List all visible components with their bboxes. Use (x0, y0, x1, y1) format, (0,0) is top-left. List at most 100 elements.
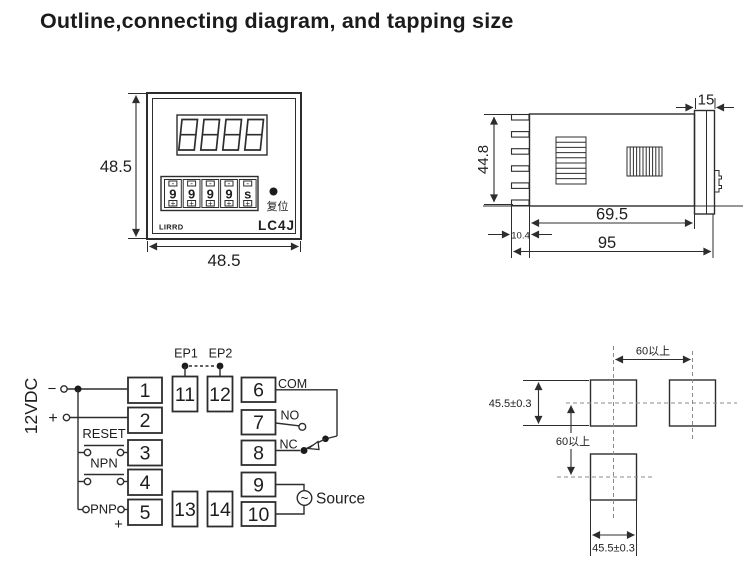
bezel-depth-dimension: 15 (676, 92, 734, 112)
vertical-spacing-dimension: 60以上 (556, 405, 590, 475)
wheel-plus-button[interactable] (243, 200, 253, 207)
wheel-minus-label: - (209, 179, 212, 188)
reset-button-dot[interactable] (269, 187, 278, 196)
terminal-box-14 (206, 490, 234, 528)
wheel-digit: 9 (225, 187, 232, 202)
nc-contact (300, 447, 308, 454)
wheel-plus-button[interactable] (224, 200, 234, 207)
front-height-dimension: 48.5 (100, 93, 146, 239)
side-bezel (693, 109, 722, 215)
wheel-plus-label: + (245, 199, 250, 208)
terminal-number: 2 (140, 410, 151, 432)
power-plus-sign: + (48, 410, 57, 427)
wheel-minus-label: - (190, 179, 193, 188)
terminal-number: 7 (253, 412, 264, 434)
side-height-dimension: 44.8 (475, 114, 513, 205)
wheel-digit: s (244, 187, 251, 202)
terminal-box-3 (127, 439, 163, 467)
thumbwheel-bank: - 9 + - 9 + - (160, 175, 259, 212)
terminal-column-right: 6 7 8 9 10 (240, 376, 277, 527)
wheel-minus-button[interactable] (187, 180, 197, 187)
wheel-digit: 9 (207, 187, 214, 202)
body-length-dimension: 69.5 (531, 206, 693, 227)
terminal-number: 8 (253, 443, 264, 465)
pnp-input: PNP + (78, 502, 128, 533)
wheel-minus-label: - (172, 179, 175, 188)
wheel-minus-button[interactable] (168, 180, 178, 187)
total-length-dimension: 95 (513, 234, 712, 256)
tapping-size: 60以上 45.5±0.3 60以上 45.5±0.3 (489, 345, 737, 556)
side-height-label: 44.8 (475, 145, 492, 174)
source-label: Source (316, 491, 365, 508)
wheel-minus-button[interactable] (205, 180, 215, 187)
terminal-box-7 (240, 409, 277, 436)
wheel-plus-button[interactable] (168, 200, 178, 207)
terminal-column-left: 1 2 3 4 5 (127, 376, 163, 526)
centerlines (557, 346, 737, 519)
nc-label: NC (280, 438, 298, 452)
terminal-number: 11 (175, 384, 195, 406)
terminal-box-5 (127, 498, 163, 526)
hole-height-dimension: 45.5±0.3 (489, 380, 589, 426)
wheel-plus-label: + (227, 199, 232, 208)
bezel-latch (714, 170, 722, 193)
thumbwheel-5[interactable]: - s + (238, 179, 257, 208)
side-vent-horizontal (555, 136, 587, 185)
wheel-plus-label: + (208, 199, 213, 208)
reset-input: RESET (78, 426, 128, 457)
terminal-box-4 (127, 468, 163, 496)
terminal-box-11 (171, 375, 199, 413)
v-spacing-label: 60以上 (556, 435, 590, 448)
bezel-depth-label: 15 (698, 92, 715, 109)
ep2-label: EP2 (209, 347, 233, 361)
wheel-plus-label: + (171, 199, 176, 208)
front-width-label: 48.5 (207, 251, 240, 270)
ep1-label: EP1 (174, 347, 198, 361)
side-body (528, 113, 696, 207)
thumbwheel-1[interactable]: - 9 + (164, 179, 182, 208)
terminal-number: 5 (140, 502, 151, 524)
terminal-number: 1 (140, 380, 151, 402)
seven-segment-digit (243, 118, 265, 151)
com-label: COM (278, 377, 307, 391)
wheel-plus-button[interactable] (187, 200, 197, 207)
ac-source-symbol (296, 490, 313, 507)
terminal-number: 13 (174, 499, 196, 521)
terminal-column-middle: 11 12 13 14 (171, 375, 234, 528)
thumbwheel-frame (160, 175, 259, 212)
terminal-box-2 (127, 406, 163, 434)
pnp-plus-sign: + (114, 516, 123, 533)
thumbwheel-2[interactable]: - 9 + (182, 179, 201, 208)
thumbwheel-3[interactable]: - 9 + (201, 179, 220, 208)
wheel-plus-button[interactable] (205, 200, 215, 207)
wheel-digit: 9 (188, 187, 195, 202)
relay-contact-arrow (306, 440, 320, 451)
pnp-input-label: PNP (90, 502, 117, 517)
total-length-label: 95 (598, 234, 616, 252)
terminal-number: 10 (248, 504, 270, 526)
wheel-minus-button[interactable] (224, 180, 234, 187)
front-view: - 9 + - 9 + - (100, 92, 302, 270)
display-window (176, 114, 268, 156)
h-spacing-label: 60以上 (636, 345, 670, 358)
seven-segment-digit (177, 118, 199, 151)
pin-length-label: 10.4 (511, 231, 530, 242)
brand-logo: LIRRD (159, 223, 184, 232)
reset-input-label: RESET (82, 426, 125, 441)
terminal-number: 12 (209, 384, 231, 406)
wheel-digit: 9 (169, 187, 176, 202)
reset-button-label: 复位 (267, 199, 289, 213)
pin-length-dimension: 10.4 (488, 230, 552, 242)
front-height-label: 48.5 (100, 158, 132, 176)
seven-segment-digit (221, 118, 243, 151)
seven-segment-digits (177, 118, 265, 151)
wheel-minus-label: - (228, 179, 231, 188)
ac-wave-glyph: ~ (301, 491, 309, 506)
terminal-number: 3 (140, 443, 151, 465)
front-outer-case (146, 92, 302, 240)
thumbwheel-4[interactable]: - 9 + (220, 179, 238, 208)
side-view: 44.8 15 69.5 (475, 92, 743, 258)
relay-output: COM NO NC (275, 377, 338, 454)
wheel-minus-button[interactable] (243, 180, 253, 187)
